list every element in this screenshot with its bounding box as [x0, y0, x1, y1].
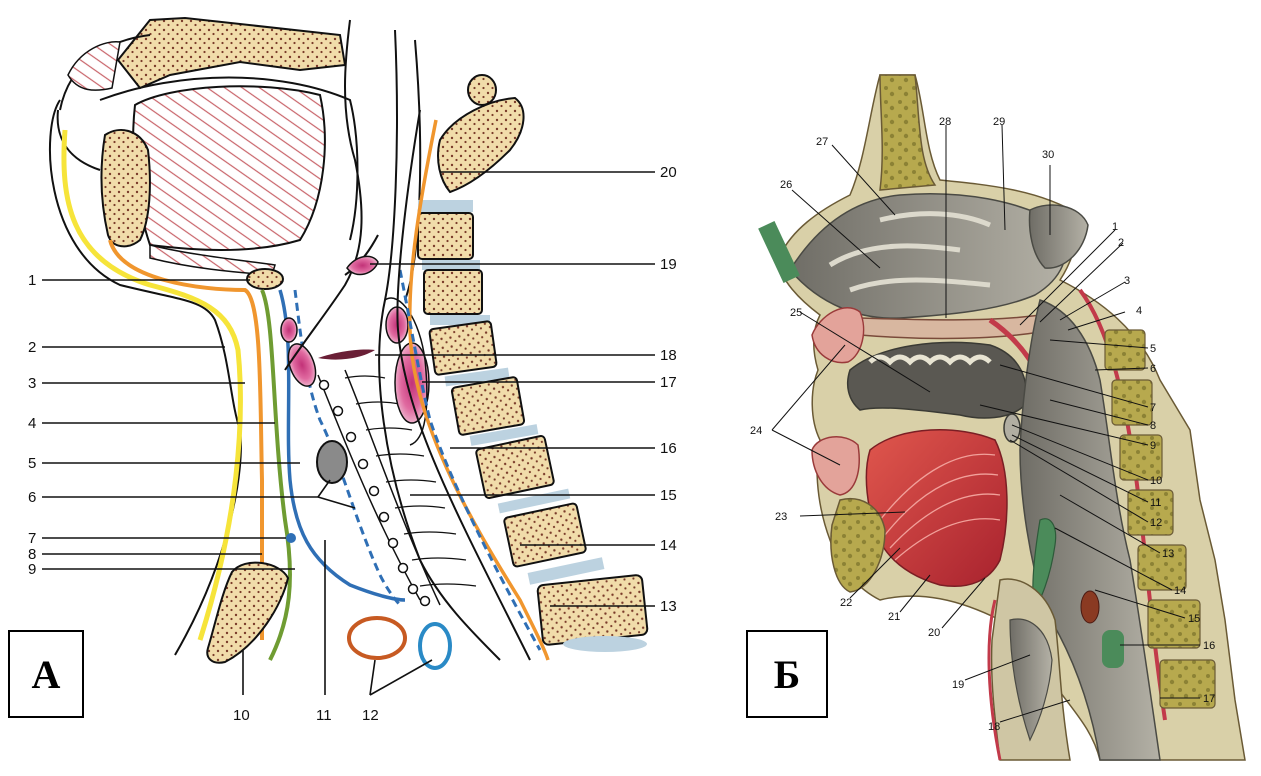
blue-node: [286, 533, 296, 543]
label-b-17: 17: [1203, 693, 1215, 705]
gray-node: [317, 441, 347, 483]
label-b-29: 29: [993, 116, 1005, 128]
label-b-11: 11: [1150, 497, 1161, 509]
label-b-7: 7: [1150, 402, 1156, 414]
orange-ring: [349, 618, 405, 658]
label-a-17: 17: [660, 374, 677, 391]
label-b-3: 3: [1124, 275, 1130, 287]
label-b-5: 5: [1150, 343, 1156, 355]
label-b-26: 26: [780, 179, 792, 191]
label-b-22: 22: [840, 597, 852, 609]
label-a-18: 18: [660, 347, 677, 364]
hyoid-bone: [247, 269, 283, 289]
label-a-3: 3: [28, 375, 36, 392]
label-b-12: 12: [1150, 517, 1162, 529]
label-a-11: 11: [316, 707, 332, 724]
dark-red-sliver: [318, 349, 375, 359]
label-b-27: 27: [816, 136, 828, 148]
blue-ring: [420, 624, 450, 668]
nasal-hatch: [68, 42, 120, 90]
label-b-14: 14: [1174, 585, 1186, 597]
label-b-13: 13: [1162, 548, 1174, 560]
panel-b-letter: Б: [746, 630, 828, 718]
label-a-10: 10: [233, 707, 250, 724]
nasal-cavity: [133, 86, 325, 250]
label-a-6: 6: [28, 489, 36, 506]
cricoid-b: [1081, 591, 1099, 623]
label-a-14: 14: [660, 537, 677, 554]
label-b-24: 24: [750, 425, 762, 437]
label-a-7: 7: [28, 530, 36, 547]
label-b-9: 9: [1150, 440, 1156, 452]
label-b-8: 8: [1150, 420, 1156, 432]
pink-gland-small: [281, 318, 297, 342]
label-a-2: 2: [28, 339, 36, 356]
label-a-19: 19: [660, 256, 677, 273]
label-a-20: 20: [660, 164, 677, 181]
label-a-4: 4: [28, 415, 36, 432]
label-a-1: 1: [28, 272, 36, 289]
label-a-16: 16: [660, 440, 677, 457]
label-b-28: 28: [939, 116, 951, 128]
blue-line-front: [280, 290, 405, 600]
label-b-1: 1: [1112, 221, 1118, 233]
sphenoid-b: [1030, 205, 1088, 268]
label-a-5: 5: [28, 455, 36, 472]
label-a-12: 12: [362, 707, 379, 724]
maxilla-bone: [102, 130, 150, 246]
label-b-18: 18: [988, 721, 1000, 733]
label-b-30: 30: [1042, 149, 1054, 161]
green-cartilage-b: [1102, 630, 1124, 668]
label-b-25: 25: [790, 307, 802, 319]
label-b-20: 20: [928, 627, 940, 639]
label-b-21: 21: [888, 611, 900, 623]
label-a-9: 9: [28, 561, 36, 578]
label-b-16: 16: [1203, 640, 1215, 652]
vertebral-column: [418, 75, 648, 652]
label-b-10: 10: [1150, 475, 1162, 487]
pink-gland-19: [347, 256, 378, 274]
label-b-19: 19: [952, 679, 964, 691]
label-b-6: 6: [1150, 363, 1156, 375]
panel-a-letter: А: [8, 630, 84, 718]
label-a-15: 15: [660, 487, 677, 504]
label-b-23: 23: [775, 511, 787, 523]
panel-a-diagram: 1 2 3 4 5 6 7 8 9 20 19 18 17 16 15 14 1…: [28, 18, 677, 724]
label-b-4: 4: [1136, 305, 1142, 317]
label-a-13: 13: [660, 598, 677, 615]
label-b-2: 2: [1118, 237, 1124, 249]
label-b-15: 15: [1188, 613, 1200, 625]
